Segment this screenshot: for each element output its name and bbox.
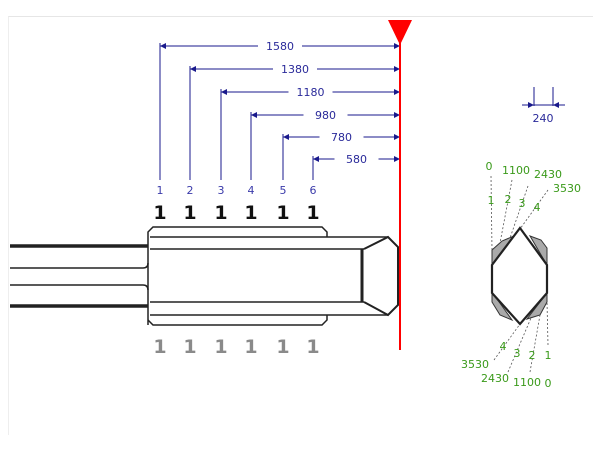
position-index: 5 <box>280 184 287 197</box>
hex-bottom-angle: 1100 <box>513 376 541 389</box>
hex-top-index: 2 <box>505 193 512 206</box>
hex-bottom-angle: 3530 <box>461 358 489 371</box>
bottom-value[interactable]: 1 <box>276 336 289 358</box>
bottom-value[interactable]: 1 <box>244 336 257 358</box>
dimension-label: 1580 <box>266 40 294 53</box>
dimension-label: 1380 <box>281 63 309 76</box>
reference-marker-icon[interactable] <box>388 20 412 45</box>
diagram-panel <box>8 16 593 435</box>
hex-bottom-index: 3 <box>514 347 521 360</box>
bottom-value[interactable]: 1 <box>306 336 319 358</box>
bottom-value[interactable]: 1 <box>153 336 166 358</box>
hex-top-angle: 3530 <box>553 182 581 195</box>
width-dimension: 240 <box>522 87 565 125</box>
dimension-label: 980 <box>315 109 336 122</box>
width-dimension-label: 240 <box>533 112 554 125</box>
hex-bottom-index: 1 <box>545 349 552 362</box>
bottom-value[interactable]: 1 <box>183 336 196 358</box>
hex-end-view <box>490 175 549 373</box>
hex-bottom-angle: 0 <box>545 377 552 390</box>
top-value[interactable]: 1 <box>306 202 319 224</box>
hex-top-angle: 0 <box>486 160 493 173</box>
position-index: 1 <box>157 184 164 197</box>
hex-top-index: 4 <box>534 201 541 214</box>
hex-top-angle: 1100 <box>502 164 530 177</box>
bottom-value[interactable]: 1 <box>214 336 227 358</box>
position-index: 4 <box>248 184 255 197</box>
tool-body <box>10 226 399 326</box>
top-value[interactable]: 1 <box>276 202 289 224</box>
hex-bottom-index: 4 <box>500 340 507 353</box>
hex-top-index: 1 <box>488 194 495 207</box>
top-value[interactable]: 1 <box>183 202 196 224</box>
hex-bottom-index: 2 <box>529 349 536 362</box>
top-value[interactable]: 1 <box>214 202 227 224</box>
hex-bottom-angle: 2430 <box>481 372 509 385</box>
position-index: 6 <box>310 184 317 197</box>
dimension-label: 580 <box>346 153 367 166</box>
dimension-lines: 1580 1380 1180 980 780 580 <box>159 40 400 180</box>
dimension-label: 1180 <box>297 86 325 99</box>
top-value[interactable]: 1 <box>153 202 166 224</box>
position-index: 2 <box>187 184 194 197</box>
top-value[interactable]: 1 <box>244 202 257 224</box>
hex-top-angle: 2430 <box>534 168 562 181</box>
position-index: 3 <box>218 184 225 197</box>
dimension-label: 780 <box>331 131 352 144</box>
hex-top-index: 3 <box>519 197 526 210</box>
